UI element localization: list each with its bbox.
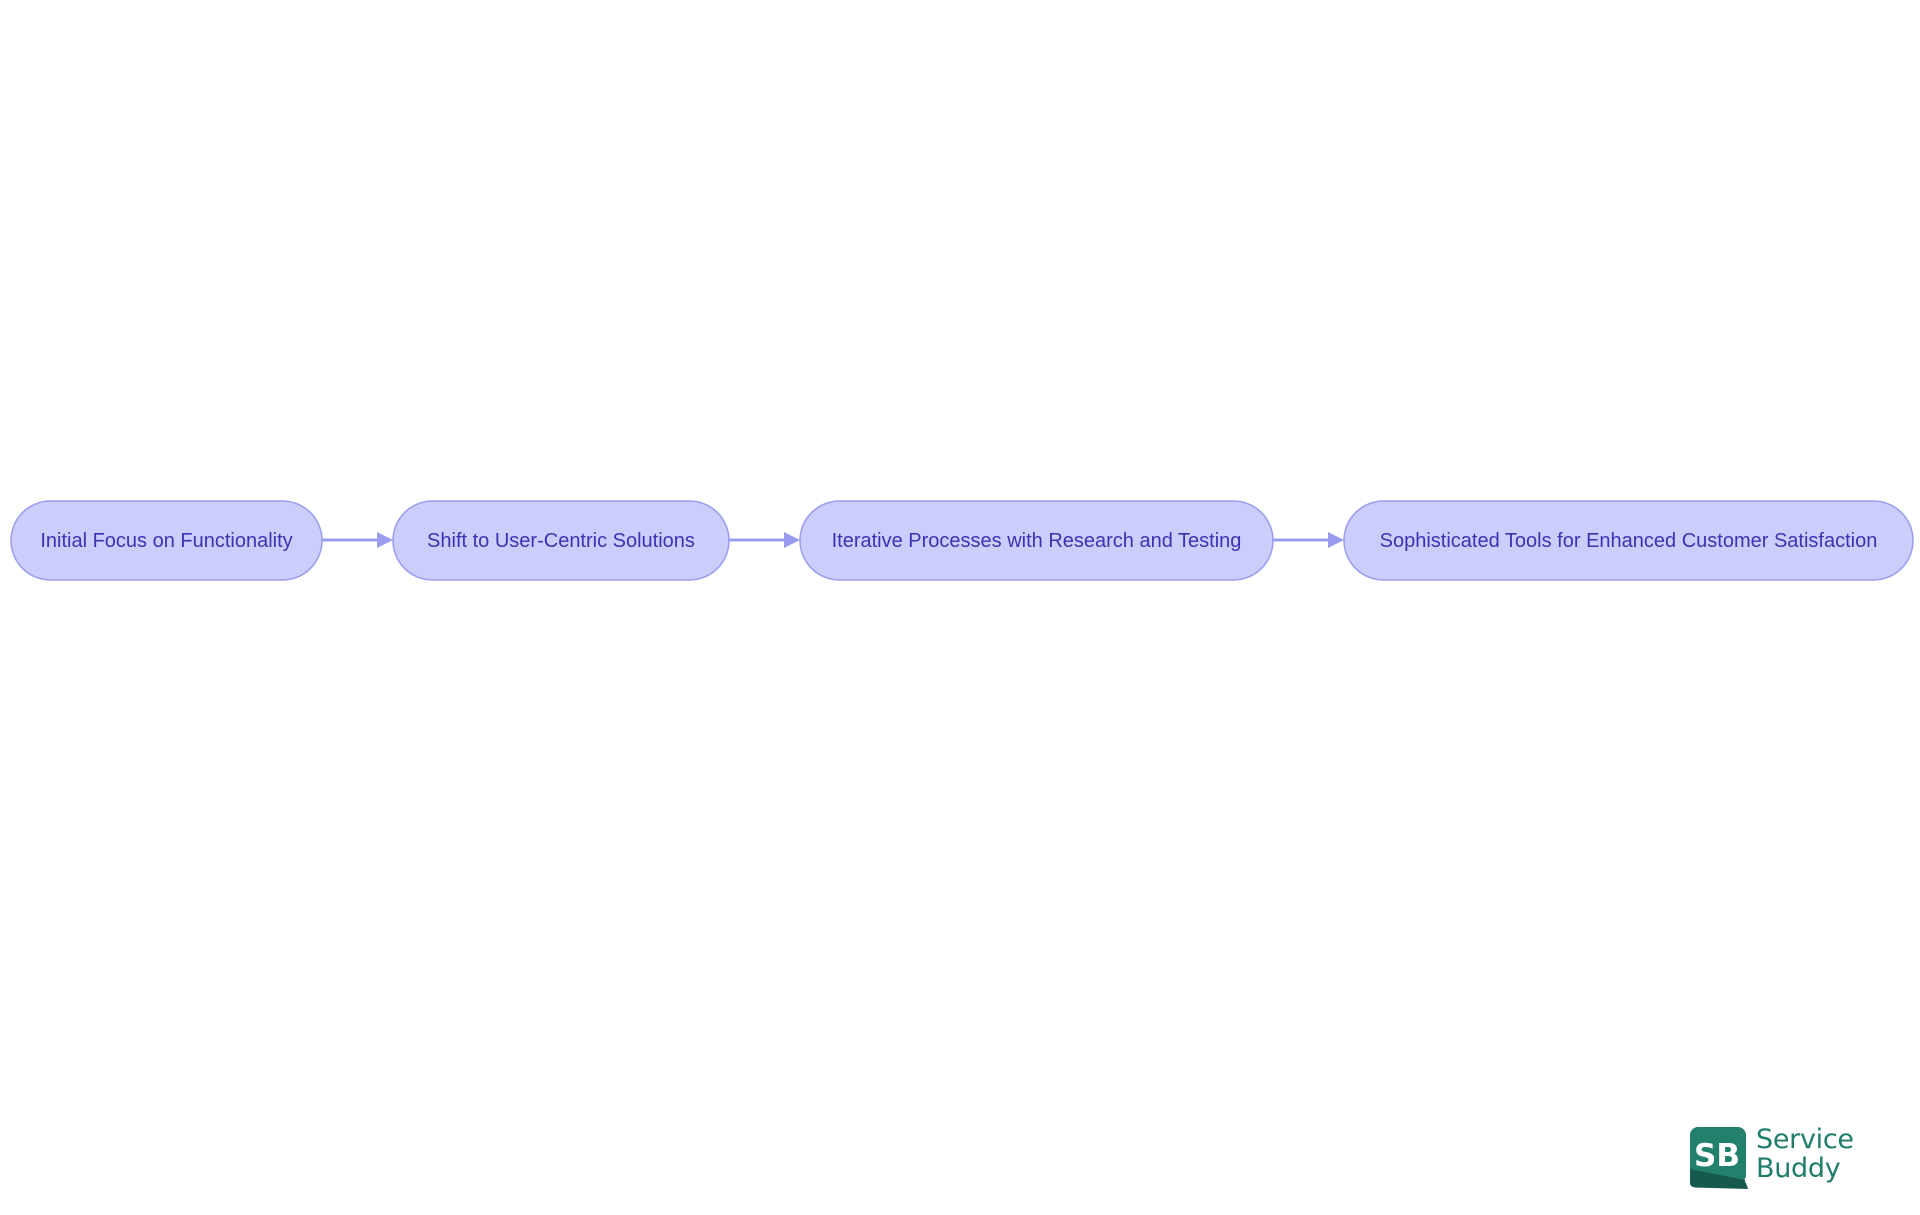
arrowhead-icon xyxy=(1328,532,1344,548)
node-initial-focus: Initial Focus on Functionality xyxy=(10,500,323,581)
node-sophisticated-tools: Sophisticated Tools for Enhanced Custome… xyxy=(1343,500,1914,581)
logo-mark-text: SB xyxy=(1694,1138,1740,1174)
logo-name: Service Buddy xyxy=(1756,1124,1854,1184)
sb-logo-icon: SB xyxy=(1690,1127,1748,1189)
node-label: Iterative Processes with Research and Te… xyxy=(832,530,1242,552)
service-buddy-logo: SB Service Buddy xyxy=(1688,1123,1868,1193)
node-label: Initial Focus on Functionality xyxy=(40,530,292,552)
arrowhead-icon xyxy=(377,532,393,548)
edge-initial-to-shift xyxy=(322,532,393,548)
node-iterative-processes: Iterative Processes with Research and Te… xyxy=(799,500,1274,581)
edge-iterative-to-sophisticated xyxy=(1273,532,1344,548)
node-label: Sophisticated Tools for Enhanced Custome… xyxy=(1380,530,1878,552)
arrowhead-icon xyxy=(784,532,800,548)
node-label: Shift to User-Centric Solutions xyxy=(427,530,695,552)
node-shift-user-centric: Shift to User-Centric Solutions xyxy=(392,500,730,581)
edge-shift-to-iterative xyxy=(729,532,800,548)
